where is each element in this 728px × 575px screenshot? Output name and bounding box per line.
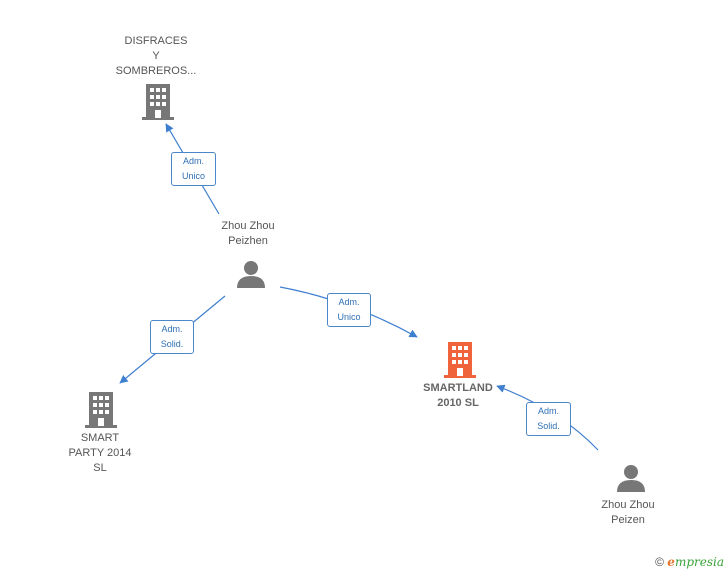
relation-line: Unico bbox=[181, 171, 205, 181]
brand-logo-rest: mpresia bbox=[674, 555, 724, 569]
node-label-disfraces[interactable]: DISFRACES Y SOMBREROS... bbox=[106, 34, 206, 79]
node-label-zhou-peizen[interactable]: Zhou Zhou Peizen bbox=[578, 498, 678, 528]
relation-line: Unico bbox=[337, 312, 361, 322]
person-icon[interactable] bbox=[236, 259, 266, 289]
relation-line: Adm. bbox=[537, 406, 559, 416]
brand-logo-e: e bbox=[667, 555, 675, 569]
node-label-line: Y bbox=[152, 50, 160, 62]
node-label-line: SMART bbox=[80, 432, 120, 444]
copyright-watermark: © empresia bbox=[655, 555, 724, 569]
relation-label-adm-solid[interactable]: Adm. Solid. bbox=[526, 402, 571, 436]
node-label-smartland[interactable]: SMARTLAND 2010 SL bbox=[408, 381, 508, 411]
copyright-icon: © bbox=[655, 555, 664, 569]
building-icon[interactable] bbox=[85, 392, 117, 428]
node-label-line: Zhou Zhou bbox=[601, 499, 655, 511]
node-label-line: Zhou Zhou bbox=[221, 220, 275, 232]
person-icon[interactable] bbox=[616, 463, 646, 493]
relation-line: Adm. bbox=[182, 156, 204, 166]
relation-line: Solid. bbox=[160, 339, 184, 349]
node-label-line: SOMBREROS... bbox=[115, 65, 197, 77]
node-label-line: 2010 SL bbox=[437, 397, 479, 409]
relation-line: Solid. bbox=[537, 421, 560, 431]
node-label-line: Peizen bbox=[611, 514, 645, 526]
building-icon[interactable] bbox=[142, 84, 174, 120]
node-label-line: Peizhen bbox=[228, 235, 268, 247]
relation-label-adm-solid[interactable]: Adm. Solid. bbox=[150, 320, 194, 354]
node-label-line: SL bbox=[93, 462, 107, 474]
relation-line: Adm. bbox=[338, 297, 360, 307]
building-icon-focus[interactable] bbox=[444, 342, 476, 378]
node-label-zhou-peizhen[interactable]: Zhou Zhou Peizhen bbox=[198, 219, 298, 249]
node-label-line: PARTY 2014 bbox=[68, 447, 132, 459]
node-label-line: SMARTLAND bbox=[423, 382, 493, 394]
relation-line: Adm. bbox=[161, 324, 183, 334]
brand-logo: empresia bbox=[667, 555, 724, 569]
node-label-smart-party[interactable]: SMART PARTY 2014 SL bbox=[50, 431, 150, 476]
node-label-line: DISFRACES bbox=[124, 35, 188, 47]
relation-label-adm-unico[interactable]: Adm. Unico bbox=[327, 293, 371, 327]
relation-label-adm-unico[interactable]: Adm. Unico bbox=[171, 152, 216, 186]
